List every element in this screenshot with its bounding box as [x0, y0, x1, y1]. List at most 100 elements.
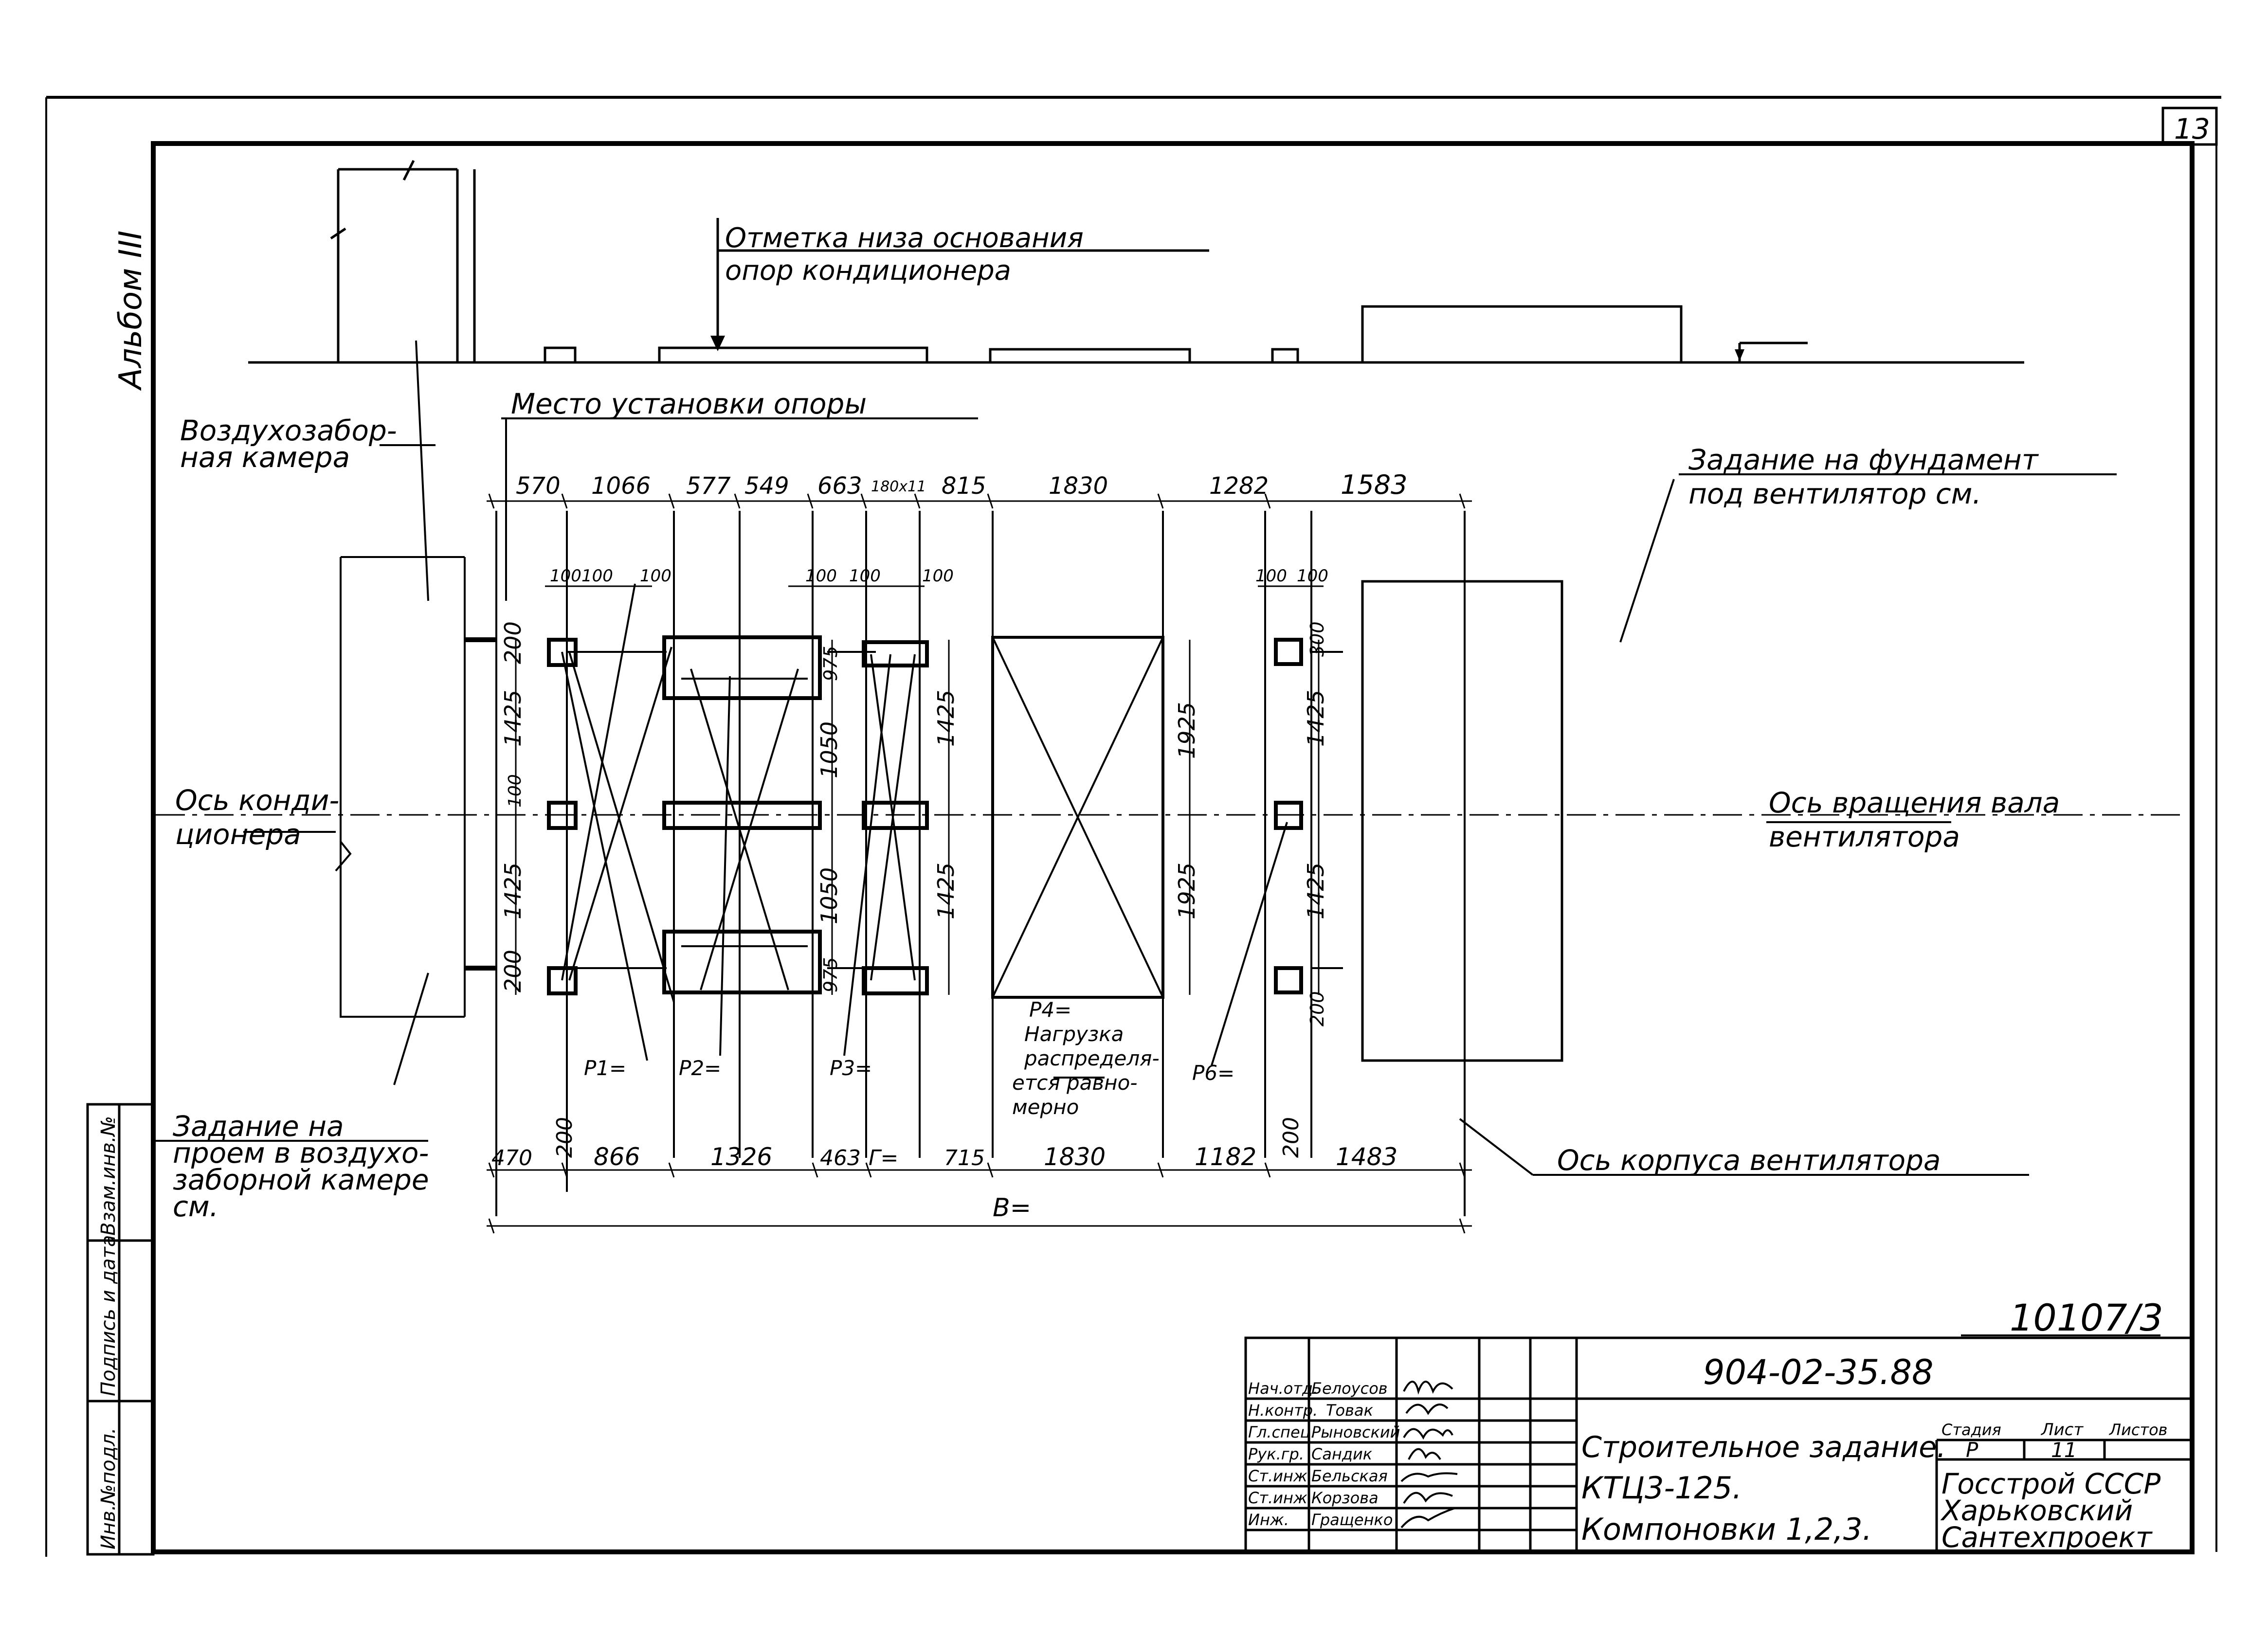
dim-100-c: 100 — [640, 566, 671, 586]
doc-number: 10107/3 — [2010, 1296, 2163, 1339]
vdim-1925-2: 1925 — [1174, 863, 1200, 919]
dim-top-5: 663 — [817, 472, 862, 500]
small-dimension-labels: 100 100 100 100 100 100 100 100 — [550, 566, 1328, 586]
vdim-200-2: 200 — [500, 950, 526, 992]
opening-label-3: заборной камере — [173, 1163, 429, 1196]
side-stamp-sign: Подпись и дата — [97, 1235, 120, 1396]
vdim-1925-1: 1925 — [1174, 702, 1200, 759]
tb-title-3: Компоновки 1,2,3. — [1581, 1512, 1872, 1547]
dim-top-10: 1583 — [1341, 469, 1407, 500]
load-p1: P1= — [584, 1056, 626, 1080]
dimension-lines — [487, 493, 1472, 1234]
vdim-200-3: 200 — [1306, 991, 1328, 1026]
vdim-975-2: 975 — [820, 957, 841, 992]
tb-sheet-value: 11 — [2051, 1438, 2077, 1462]
dim-top-3: 577 — [686, 472, 731, 500]
side-stamp-vzam: Взам.инв.№ — [97, 1116, 120, 1236]
tb-org-2: Харьковский — [1940, 1494, 2133, 1527]
vdim-1425-5: 1425 — [1303, 690, 1329, 747]
support-place-label: Место установки опоры — [511, 387, 867, 420]
fan-body-axis-label: Ось корпуса вентилятора — [1557, 1144, 1941, 1177]
tb-role-5: Ст.инж. — [1248, 1467, 1312, 1485]
tb-name-1: Белоусов — [1311, 1379, 1388, 1398]
vdim-1425-3: 1425 — [933, 690, 959, 747]
vdim-1050-2: 1050 — [816, 867, 842, 924]
tb-role-3: Гл.спец. — [1248, 1423, 1316, 1441]
dim-bot-8: 1182 — [1195, 1143, 1256, 1171]
dim-top-2: 1066 — [591, 472, 651, 500]
tb-code: 904-02-35.88 — [1703, 1352, 1934, 1392]
dim-100-d: 100 — [805, 566, 837, 586]
fan-shaft-axis-label-1: Ось вращения вала — [1769, 786, 2060, 819]
tb-name-6: Корзова — [1311, 1489, 1379, 1507]
vdim-1425-6: 1425 — [1303, 863, 1329, 919]
level-mark-arrow — [1735, 349, 1744, 361]
tb-title-2: КТЦ3-125. — [1581, 1470, 1742, 1506]
dim-top-6: 180x11 — [871, 478, 926, 495]
album-label: Альбом III — [113, 231, 149, 391]
frame — [45, 96, 2221, 1557]
dim-100-h: 100 — [1297, 566, 1328, 586]
dim-b-total: B= — [993, 1193, 1031, 1223]
opening-label-1: Задание на — [173, 1110, 344, 1143]
tb-role-1: Нач.отд. — [1248, 1379, 1318, 1398]
dim-100-b: 100 — [581, 566, 613, 586]
plan-callouts: Место установки опоры Воздухозабор- ная … — [173, 387, 2060, 1223]
load-p3: P3= — [830, 1056, 872, 1080]
vdim-300-1: 300 — [1306, 621, 1328, 657]
side-stamp-inv: Инв.№подл. — [97, 1427, 120, 1549]
tb-title-1: Строительное задание. — [1581, 1430, 1946, 1464]
tb-org-3: Сантехпроект — [1941, 1521, 2153, 1554]
opening-label-2: проем в воздухо- — [173, 1136, 429, 1170]
dim-top-8: 1830 — [1049, 472, 1108, 500]
dim-100-a: 100 — [550, 566, 581, 586]
cond-axis-label-2: ционера — [175, 818, 301, 851]
dim-bot-1: 470 — [491, 1146, 532, 1170]
load-p6: P6= — [1192, 1061, 1234, 1085]
load-p2: P2= — [679, 1056, 721, 1080]
load-p4-2: Нагрузка — [1024, 1022, 1124, 1046]
base-mark-label-1: Отметка низа основания — [725, 222, 1084, 254]
base-mark-arrow — [710, 336, 725, 351]
tb-name-5: Бельская — [1311, 1467, 1388, 1485]
vdim-1425-1: 1425 — [500, 690, 526, 747]
fan-shaft-axis-label-2: вентилятора — [1769, 820, 1960, 853]
dim-top-4: 549 — [744, 472, 789, 500]
load-p4-1: P4= — [1029, 998, 1071, 1022]
load-p4-5: мерно — [1012, 1095, 1079, 1119]
base-mark-label-2: опор кондиционера — [725, 255, 1011, 287]
vdim-1425-2: 1425 — [500, 863, 526, 919]
dim-100-g: 100 — [1255, 566, 1287, 586]
tb-role-4: Рук.гр. — [1248, 1445, 1304, 1463]
tb-name-4: Сандик — [1311, 1445, 1373, 1463]
dim-100-f: 100 — [922, 566, 954, 586]
opening-label-4: см. — [173, 1190, 218, 1223]
load-labels: P1= P2= P3= P4= Нагрузка распределя- етс… — [584, 998, 1234, 1119]
tb-org-1: Госстрой СССР — [1941, 1467, 2160, 1500]
title-block — [1244, 1336, 2194, 1553]
tb-role-6: Ст.инж. — [1248, 1489, 1312, 1507]
tb-name-2: Товак — [1326, 1401, 1374, 1420]
vdim-1050-1: 1050 — [816, 721, 842, 778]
dim-bot-7: 1830 — [1044, 1143, 1106, 1171]
tb-sheet-label: Лист — [2040, 1420, 2084, 1440]
fan-foundation-label-2: под вентилятор см. — [1688, 477, 1981, 510]
vdim-1425-4: 1425 — [933, 863, 959, 919]
load-p4-4: ется равно- — [1012, 1071, 1137, 1095]
vertical-dimension-labels: 200 1425 100 1425 200 975 1050 1050 975 … — [500, 621, 1329, 1026]
air-intake-label-2: ная камера — [180, 441, 350, 474]
signatures — [1400, 1381, 1458, 1529]
dim-bot-gamma: Г= — [869, 1146, 898, 1170]
bottom-dimension-labels: 470 200 866 1326 463 Г= 715 1830 1182 20… — [491, 1117, 1397, 1223]
tb-role-7: Инж. — [1248, 1511, 1289, 1529]
dim-bot-10: 1483 — [1336, 1143, 1397, 1171]
vdim-100-1: 100 — [505, 774, 525, 808]
plan-view — [151, 340, 2185, 1216]
dim-bot-4: 1326 — [710, 1143, 772, 1171]
fan-foundation-label-1: Задание на фундамент — [1688, 443, 2039, 476]
side-stamp — [86, 1103, 155, 1556]
vdim-975-1: 975 — [820, 646, 841, 681]
dim-bot-3: 866 — [594, 1143, 640, 1171]
tb-name-3: Рыновский — [1311, 1423, 1400, 1441]
